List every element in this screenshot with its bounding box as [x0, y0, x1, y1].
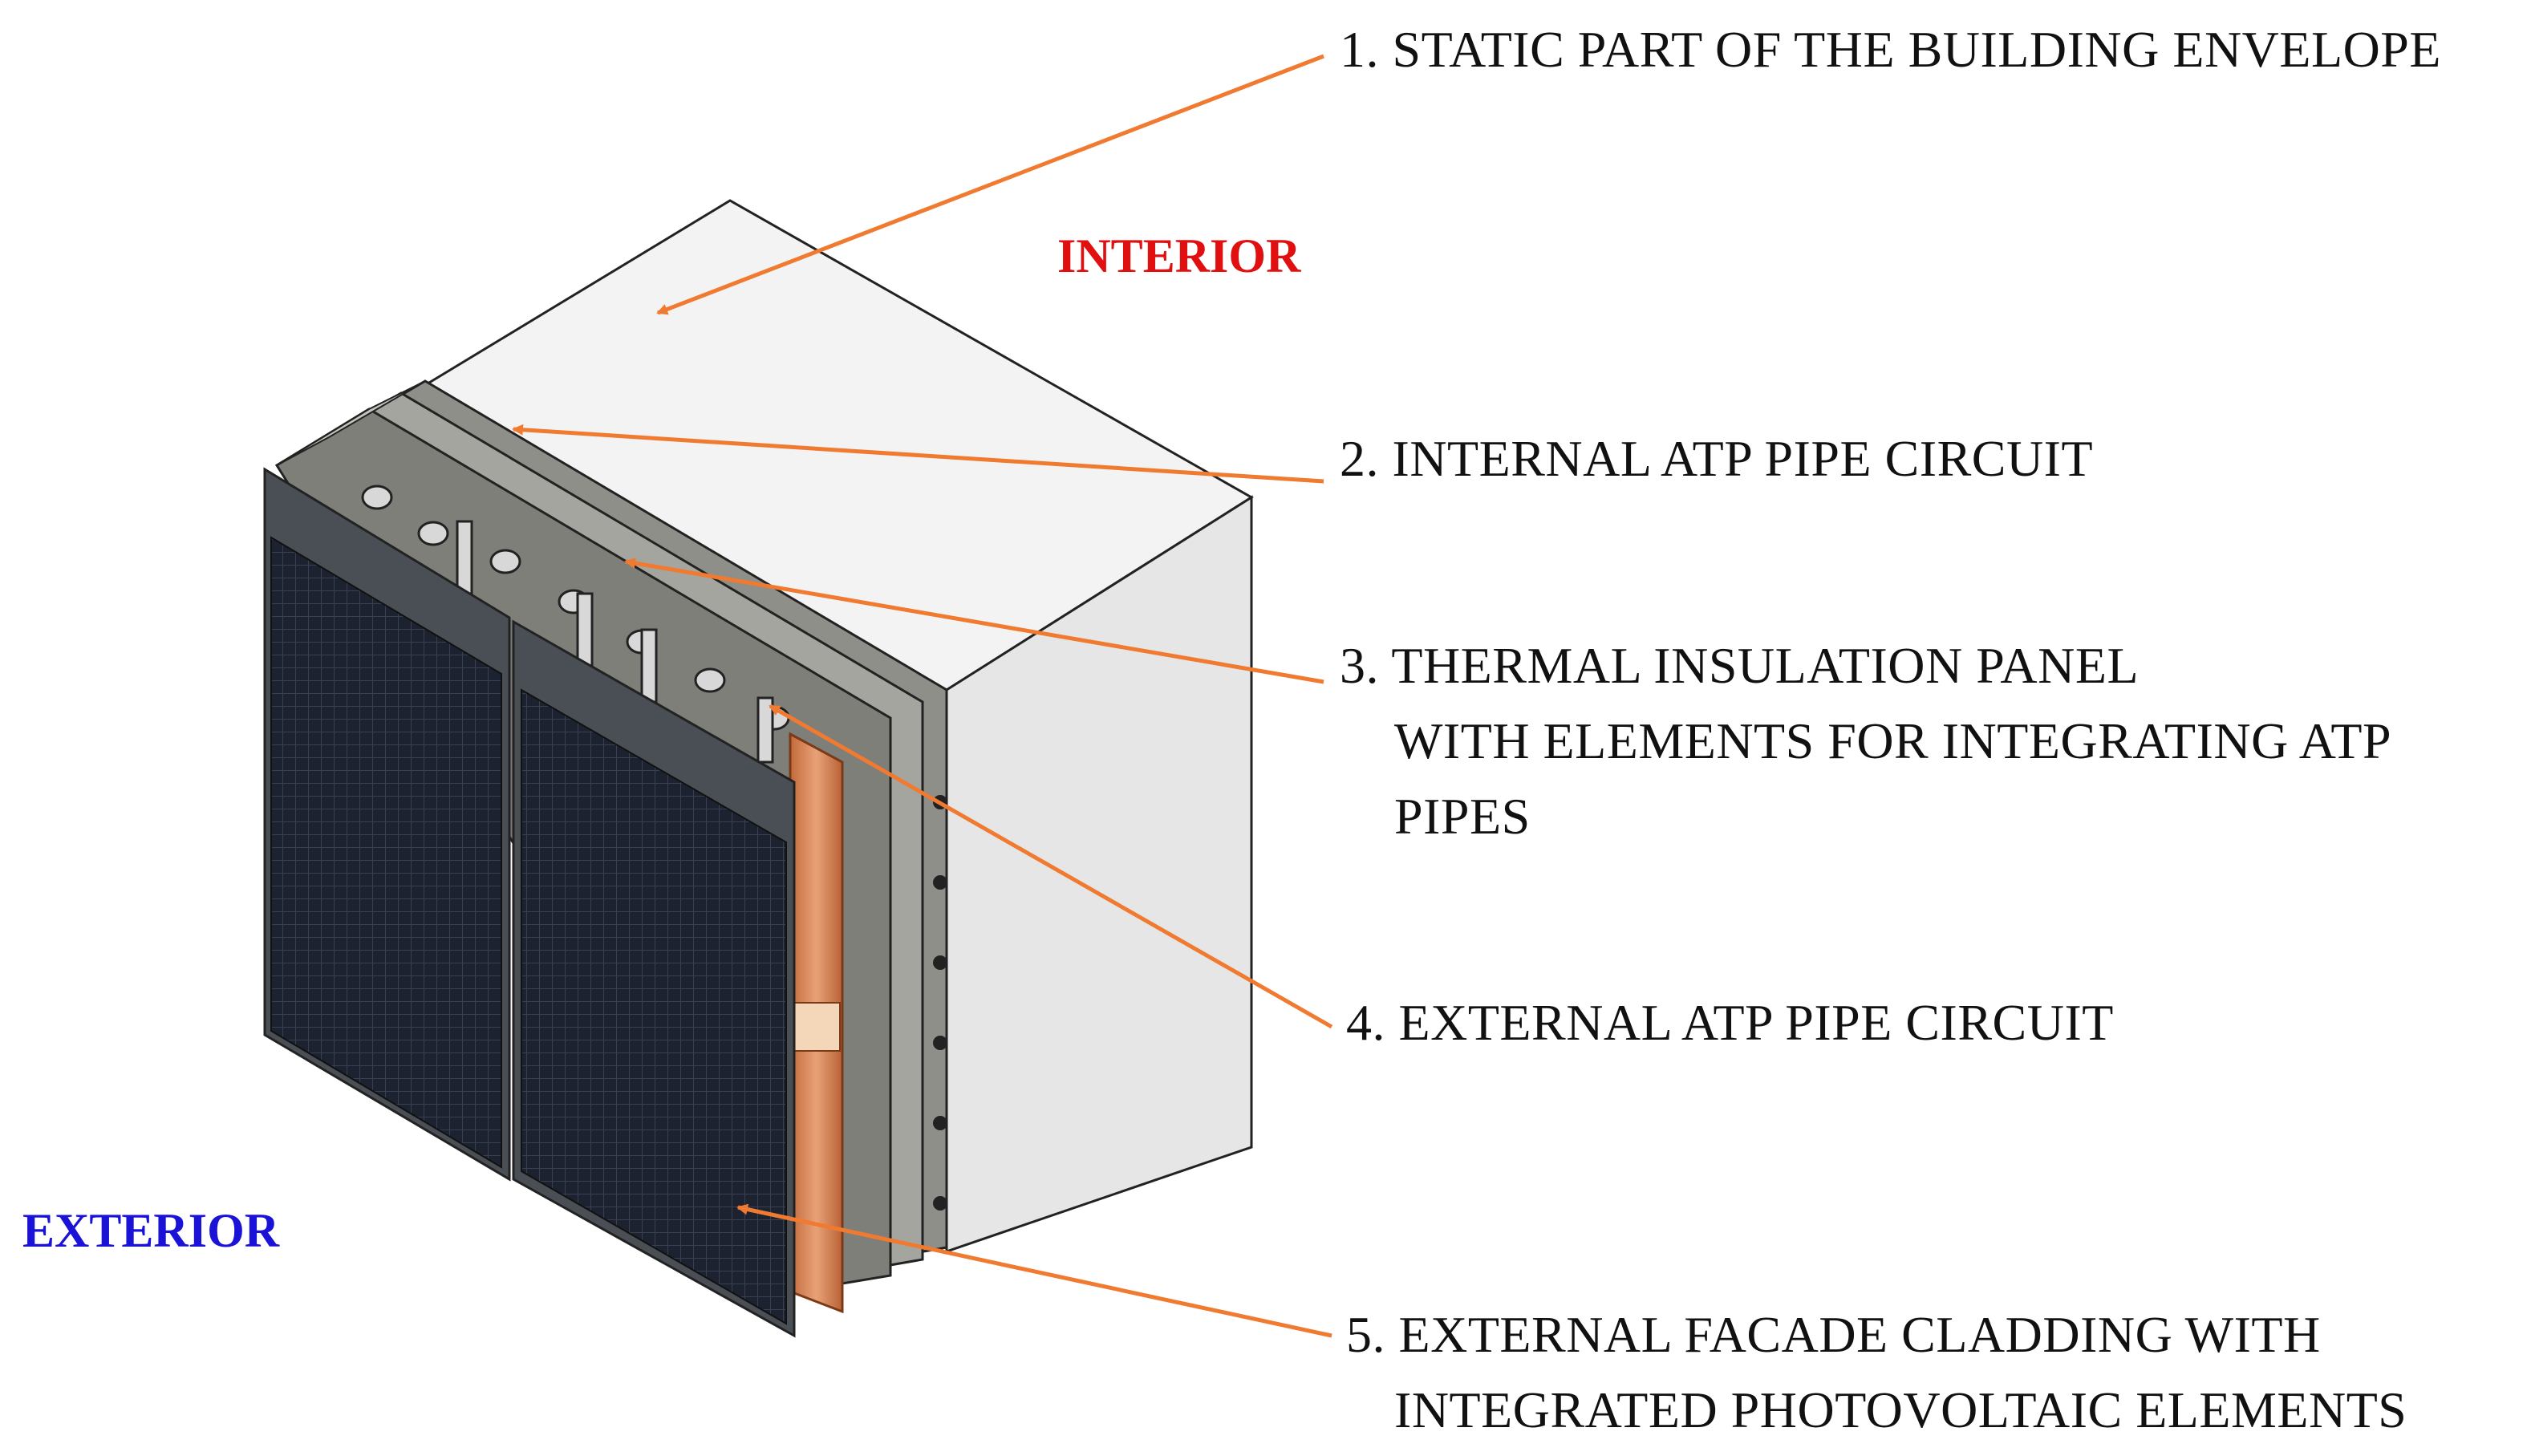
- pipe-stub: [417, 521, 449, 546]
- callout-1-label: 1. STATIC PART OF THE BUILDING ENVELOPE: [1340, 21, 2441, 78]
- layer-edge-top: [276, 380, 426, 466]
- pv-cells-left: [270, 536, 502, 1169]
- callout-5-label-line-1: 5. EXTERNAL FACADE CLADDING WITH: [1346, 1306, 2321, 1363]
- interior-label: INTERIOR: [1057, 229, 1301, 282]
- pipe-stub: [361, 485, 393, 510]
- leader-line-4: [769, 704, 1333, 1029]
- pipe-end: [933, 1116, 947, 1130]
- pipe-riser: [640, 628, 658, 704]
- external-pipe-strip: [789, 732, 844, 1314]
- leader-line-3: [624, 558, 1324, 684]
- leader-line-2: [512, 424, 1324, 484]
- callout-3-label-line-1: 3. THERMAL INSULATION PANEL: [1340, 637, 2140, 694]
- pipe-riser: [456, 520, 473, 595]
- callout-5-label-line-2: INTEGRATED PHOTOVOLTAIC ELEMENTS: [1394, 1381, 2407, 1438]
- pipe-end: [933, 875, 947, 890]
- pipe-stub: [489, 549, 521, 574]
- pipe-riser: [576, 592, 594, 667]
- callout-3-label-line-2: WITH ELEMENTS FOR INTEGRATING ATP: [1394, 712, 2392, 769]
- pipe-end: [933, 1196, 947, 1211]
- pipe-end: [933, 955, 947, 970]
- pipe-end: [933, 1036, 947, 1050]
- pv-cells-right: [521, 688, 787, 1325]
- pipe-stub: [694, 667, 726, 693]
- leader-line-5: [736, 1203, 1332, 1338]
- copper-joint: [791, 1002, 841, 1052]
- callout-3-label-line-3: PIPES: [1394, 788, 1531, 845]
- leader-lines: [512, 54, 1333, 1338]
- callout-2-label: 2. INTERNAL ATP PIPE CIRCUIT: [1340, 430, 2094, 487]
- exterior-label: EXTERIOR: [22, 1204, 280, 1257]
- pv-cladding: [263, 467, 796, 1338]
- leader-line-1: [656, 54, 1324, 315]
- pipe-stubs: [361, 485, 790, 764]
- callout-4-label: 4. EXTERNAL ATP PIPE CIRCUIT: [1346, 994, 2114, 1051]
